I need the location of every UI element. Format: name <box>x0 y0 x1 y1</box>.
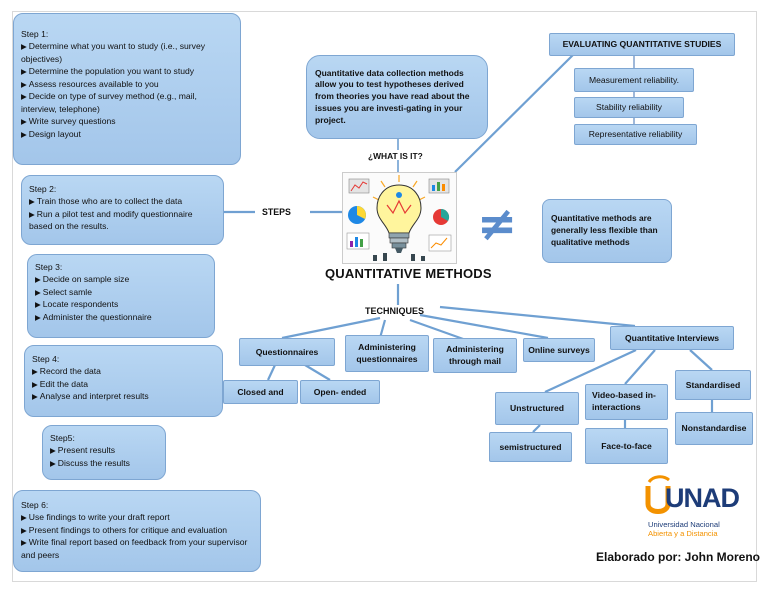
step-4-item: Record the data <box>32 365 215 378</box>
administering-questionnaires-box: Administering questionnaires <box>345 335 429 372</box>
step-6-item: Write final report based on feedback fro… <box>21 536 253 561</box>
step-1-item: Design layout <box>21 128 233 141</box>
evaluating-title-box: EVALUATING QUANTITATIVE STUDIES <box>549 33 735 56</box>
step-1-item: Determine the population you want to stu… <box>21 65 233 78</box>
step-4-heading: Step 4: <box>32 354 60 364</box>
comparison-box: Quantitative methods are generally less … <box>542 199 672 263</box>
step-2-heading: Step 2: <box>29 184 57 194</box>
questionnaires-box: Questionnaires <box>239 338 335 366</box>
step-3-box: Step 3: Decide on sample size Select sam… <box>27 254 215 338</box>
step-6-box: Step 6: Use findings to write your draft… <box>13 490 261 572</box>
step-2-box: Step 2: Train those who are to collect t… <box>21 175 224 245</box>
step-5-box: Step5: Present results Discuss the resul… <box>42 425 166 480</box>
techniques-label: TECHNIQUES <box>365 306 425 316</box>
standardised-box: Standardised <box>675 370 751 400</box>
step-2-item: Run a pilot test and modify questionnair… <box>29 208 216 233</box>
measurement-reliability-box: Measurement reliability. <box>574 68 694 92</box>
step-3-item: Select samle <box>35 286 207 299</box>
administering-mail-box: Administering through mail <box>433 338 517 373</box>
step-1-box: Step 1: Determine what you want to study… <box>13 13 241 165</box>
not-equal-icon: ≠ <box>477 196 518 252</box>
closed-box: Closed and <box>223 380 298 404</box>
step-1-item: Assess resources available to you <box>21 78 233 91</box>
step-2-item: Train those who are to collect the data <box>29 195 216 208</box>
definition-box: Quantitative data collection methods all… <box>306 55 488 139</box>
canvas-frame <box>12 11 757 582</box>
face-to-face-box: Face-to-face <box>585 428 668 464</box>
steps-label: STEPS <box>262 207 291 217</box>
open-ended-box: Open- ended <box>300 380 380 404</box>
lightbulb-icon <box>346 175 452 261</box>
step-3-item: Decide on sample size <box>35 273 207 286</box>
step-5-heading: Step5: <box>50 433 75 443</box>
representative-reliability-box: Representative reliability <box>574 124 697 145</box>
main-title: QUANTITATIVE METHODS <box>325 266 492 281</box>
step-3-heading: Step 3: <box>35 262 63 272</box>
unad-line2: Abierta y a Distancia <box>648 529 718 538</box>
step-6-heading: Step 6: <box>21 500 49 510</box>
lightbulb-infographic-image <box>342 172 457 264</box>
video-interactions-box: Video-based in-interactions <box>585 384 668 420</box>
unad-line1: Universidad Nacional <box>648 520 720 529</box>
step-3-item: Administer the questionnaire <box>35 311 207 324</box>
unstructured-box: Unstructured <box>495 392 579 425</box>
online-surveys-box: Online surveys <box>523 338 595 362</box>
unad-logo: UNAD Universidad Nacional Abierta y a Di… <box>643 472 740 542</box>
step-1-heading: Step 1: <box>21 29 49 39</box>
step-1-item: Determine what you want to study (i.e., … <box>21 40 233 65</box>
step-5-item: Discuss the results <box>50 457 158 470</box>
semistructured-box: semistructured <box>489 432 572 462</box>
quantitative-interviews-box: Quantitative Interviews <box>610 326 734 350</box>
step-6-item: Present findings to others for critique … <box>21 524 253 537</box>
step-6-item: Use findings to write your draft report <box>21 511 253 524</box>
step-4-box: Step 4: Record the data Edit the data An… <box>24 345 223 417</box>
step-1-item: Write survey questions <box>21 115 233 128</box>
step-4-item: Edit the data <box>32 378 215 391</box>
nonstandardise-box: Nonstandardise <box>675 412 753 445</box>
step-5-item: Present results <box>50 444 158 457</box>
step-3-item: Locate respondents <box>35 298 207 311</box>
step-4-item: Analyse and interpret results <box>32 390 215 403</box>
step-1-item: Decide on type of survey method (e.g., m… <box>21 90 233 115</box>
what-is-it-label: ¿WHAT IS IT? <box>368 151 423 161</box>
author-credit: Elaborado por: John Moreno <box>596 550 760 564</box>
unad-wordmark: UNAD <box>665 483 740 513</box>
unad-emblem-icon <box>645 475 671 514</box>
stability-reliability-box: Stability reliability <box>574 97 684 118</box>
